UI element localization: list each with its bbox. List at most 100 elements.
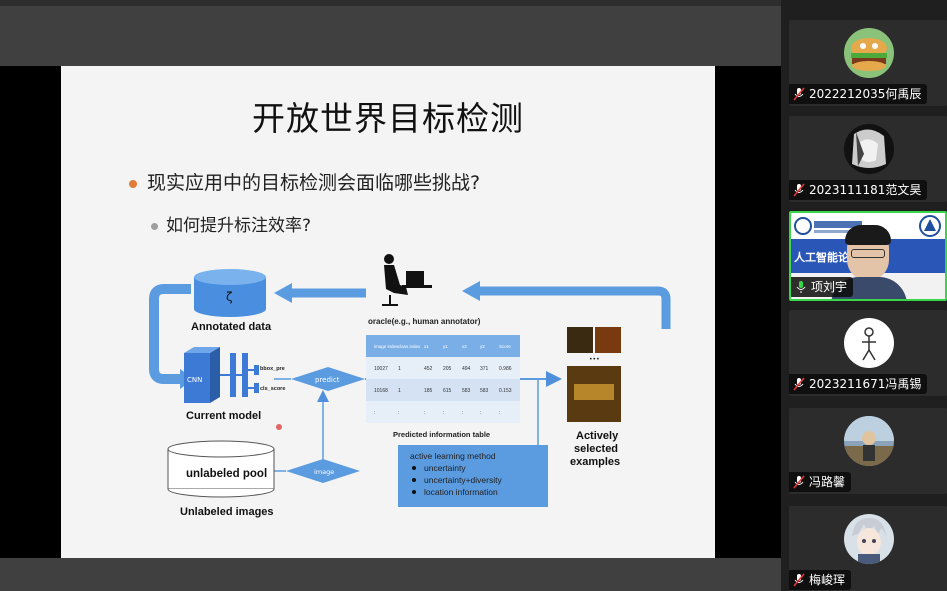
table-header-cell: y2 <box>480 344 485 349</box>
participant-name: 梅峻珲 <box>809 573 846 587</box>
bullet-2-text: 如何提升标注效率? <box>166 216 312 236</box>
table-cell: 10168 <box>374 388 388 394</box>
participant-name-tag: 2022212035何禹辰 <box>789 84 928 104</box>
anime-avatar <box>844 124 894 174</box>
current-model-label: Current model <box>186 410 261 422</box>
participant-name: 冯路馨 <box>809 475 846 489</box>
bullet-1-text: 现实应用中的目标检测会面临哪些挑战? <box>147 172 481 194</box>
presentation-slide: 开放世界目标检测 现实应用中的目标检测会面临哪些挑战? 如何提升标注效率? <box>61 66 715 558</box>
table-header-cell: y1 <box>443 344 448 349</box>
unlabeled-pool-cylinder <box>167 440 275 498</box>
table-cell: : <box>443 410 444 416</box>
oracle-label: oracle(e.g., human annotator) <box>368 317 481 326</box>
cls-score-label: cls_score <box>260 386 285 392</box>
bullet-dot-icon <box>129 179 137 188</box>
participant-name: 项刘宇 <box>811 280 848 294</box>
mic-muted-icon <box>793 87 805 101</box>
participant-name: 2023111181范文昊 <box>809 183 922 197</box>
bottom-bar <box>0 558 781 591</box>
participant-name-tag: 梅峻珲 <box>789 570 852 590</box>
arrow-head-icon <box>462 281 480 301</box>
zeta-symbol: ζ <box>226 290 233 304</box>
participant-name: 2023211671冯禹锡 <box>809 377 922 391</box>
participant-tile[interactable]: 2022212035何禹辰 <box>789 20 947 106</box>
bbox-pre-label: bbox_pre <box>260 366 285 372</box>
predict-label: predict <box>315 376 340 384</box>
loop-arrow-right <box>476 286 671 329</box>
camera-feed: 人工智能论坛 <box>791 213 945 299</box>
cnn-label: CNN <box>187 376 202 384</box>
image-diamond <box>286 459 360 483</box>
predicted-table-title: Predicted information table <box>393 430 490 439</box>
sub-bullet-dot-icon <box>151 222 158 230</box>
al-method-3: location information <box>424 487 498 497</box>
table-cell: 1 <box>398 366 401 372</box>
university-logo-icon <box>794 217 862 235</box>
participant-tile[interactable]: 冯路馨 <box>789 408 947 494</box>
table-cell: : <box>462 410 463 416</box>
table-cell: : <box>374 410 375 416</box>
selected-label: selected <box>574 443 618 455</box>
examples-label: examples <box>570 456 620 468</box>
table-cell: 10027 <box>374 366 388 372</box>
table-cell: : <box>499 410 500 416</box>
speaker-glasses <box>851 249 885 258</box>
participant-tile[interactable]: 2023211671冯禹锡 <box>789 310 947 396</box>
participant-name-tag: 冯路馨 <box>789 472 852 492</box>
slide-bullet-1: 现实应用中的目标检测会面临哪些挑战? <box>129 168 480 195</box>
emblem-icon <box>919 215 941 237</box>
participant-sidebar[interactable]: 2022212035何禹辰 2023111181范文昊 人工智能论坛 项刘宇 <box>781 0 947 591</box>
cnn-block: CNN <box>184 347 259 403</box>
table-cell: 583 <box>462 388 471 394</box>
table-cell: 494 <box>462 366 471 372</box>
mic-muted-icon <box>793 377 805 391</box>
ellipsis-dots: ••• <box>589 356 600 363</box>
table-cell: 452 <box>424 366 433 372</box>
table-cell: : <box>424 410 425 416</box>
participant-tile-active-speaker[interactable]: 人工智能论坛 项刘宇 <box>789 211 947 301</box>
table-cell: 205 <box>443 366 452 372</box>
arrow-head-icon <box>274 283 292 303</box>
table-cell: 185 <box>424 388 433 394</box>
predict-diamond <box>291 367 365 391</box>
al-method-2: uncertainty+diversity <box>424 475 502 485</box>
table-cell: 371 <box>480 366 489 372</box>
slide-title: 开放世界目标检测 <box>252 99 524 138</box>
example-image-1 <box>567 327 593 353</box>
unlabeled-images-label: Unlabeled images <box>180 506 274 518</box>
annotated-data-label: Annotated data <box>191 321 272 333</box>
loop-arrow-left <box>149 284 191 384</box>
unlabeled-pool-label: unlabeled pool <box>186 468 267 480</box>
mic-active-icon <box>795 280 807 294</box>
burger-avatar <box>844 28 894 78</box>
actively-label: Actively <box>576 430 619 442</box>
table-header-cell: image index <box>374 344 399 349</box>
table-cell: 0.986 <box>499 366 512 372</box>
top-bar <box>0 6 781 66</box>
participant-tile[interactable]: 梅峻珲 <box>789 506 947 591</box>
participant-tile[interactable]: 2023111181范文昊 <box>789 116 947 202</box>
table-header-cell: x2 <box>462 344 467 349</box>
al-method-box <box>398 445 548 507</box>
participant-name-tag: 2023111181范文昊 <box>789 180 928 200</box>
participant-name-tag: 项刘宇 <box>791 277 854 297</box>
table-cell: 1 <box>398 388 401 394</box>
slide-bullet-2: 如何提升标注效率? <box>151 211 311 236</box>
example-image-detail <box>574 384 614 400</box>
table-cell: 0.153 <box>499 388 512 394</box>
table-cell: : <box>398 410 399 416</box>
table-cell: 615 <box>443 388 452 394</box>
mic-muted-icon <box>793 183 805 197</box>
oracle-person-icon <box>382 254 432 306</box>
image-label: image <box>314 468 334 476</box>
screen-share-area: 开放世界目标检测 现实应用中的目标检测会面临哪些挑战? 如何提升标注效率? <box>0 66 781 558</box>
annotated-data-cylinder: ζ <box>194 269 266 317</box>
mic-muted-icon <box>793 573 805 587</box>
photo-avatar <box>844 416 894 466</box>
table-cell: 583 <box>480 388 489 394</box>
al-method-title: active learning method <box>410 451 496 461</box>
laser-pointer-dot <box>276 424 282 430</box>
table-header-cell: class index <box>398 344 421 349</box>
mic-muted-icon <box>793 475 805 489</box>
